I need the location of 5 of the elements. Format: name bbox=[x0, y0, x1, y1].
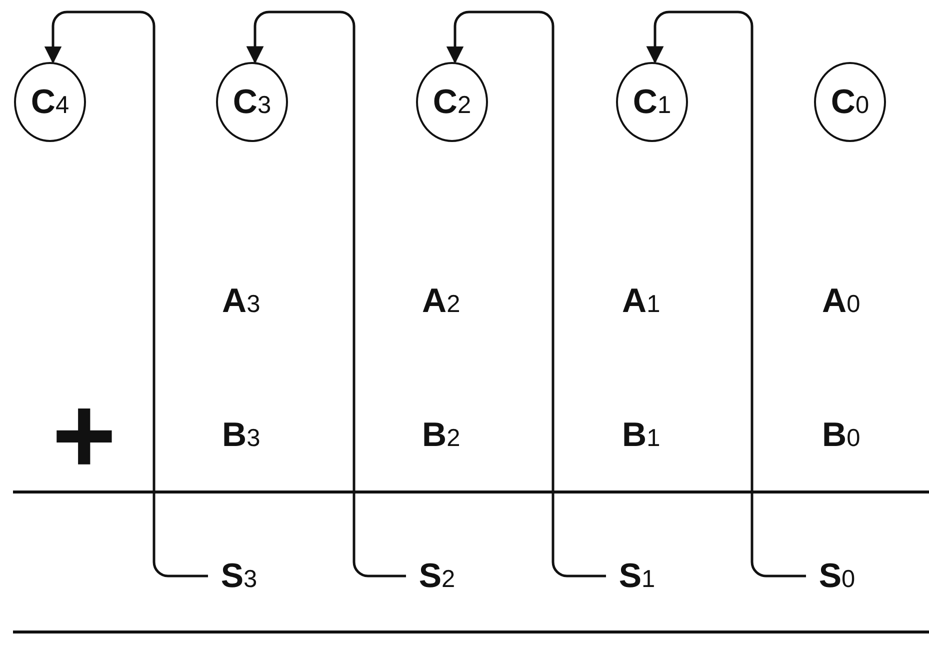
carry-arrow bbox=[44, 10, 208, 578]
carry-arrow bbox=[246, 10, 406, 578]
carry-arrow bbox=[646, 10, 806, 578]
carry-arrow bbox=[446, 10, 606, 578]
plus-sign: + bbox=[52, 392, 116, 480]
